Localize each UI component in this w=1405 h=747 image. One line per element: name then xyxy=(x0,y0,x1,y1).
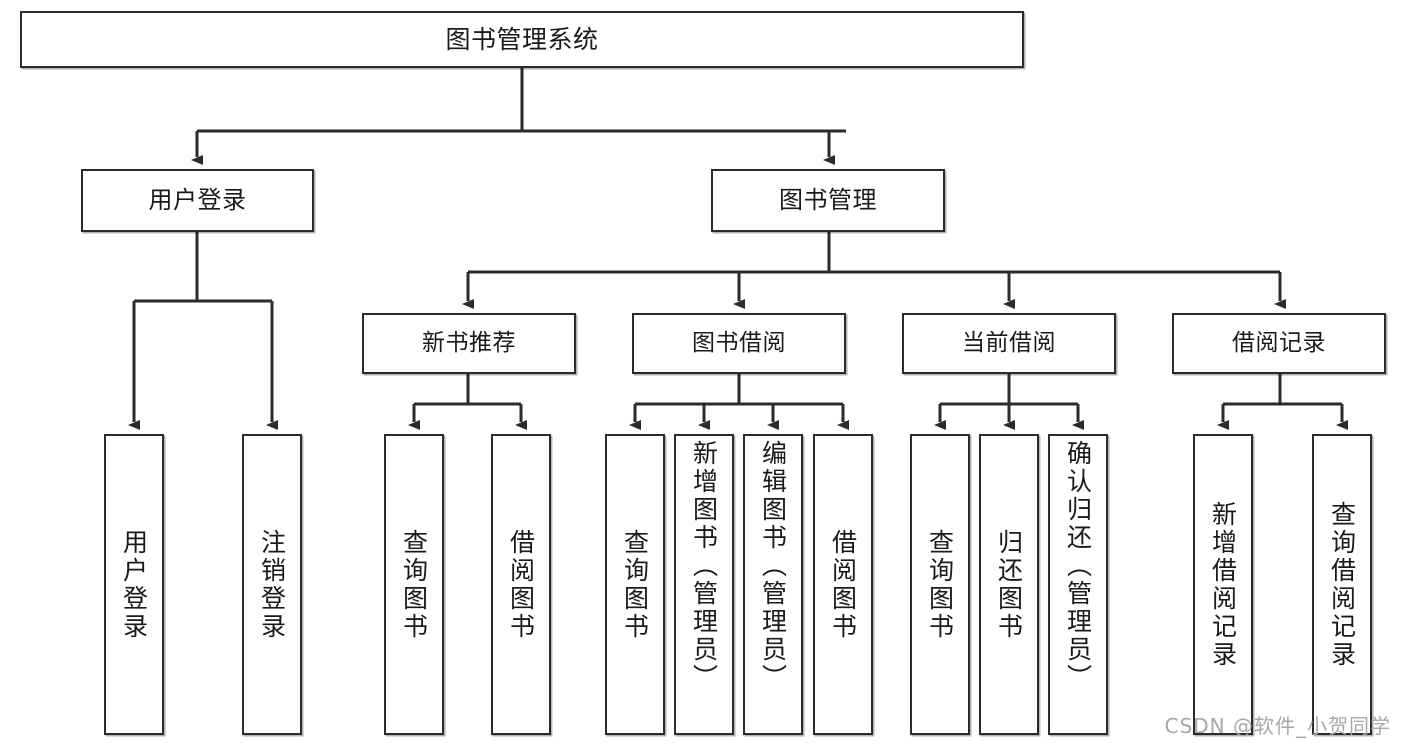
node-label: 新增借阅记录 xyxy=(1208,500,1238,669)
node-label: 图书管理 xyxy=(779,186,877,215)
node-label: 图书借阅 xyxy=(692,329,786,356)
node-label: 查询图书 xyxy=(399,528,429,641)
node-leaf-record-add[interactable]: 新增借阅记录 xyxy=(1193,434,1253,735)
node-leaf-record-query[interactable]: 查询借阅记录 xyxy=(1312,434,1372,735)
node-label: 查询借阅记录 xyxy=(1327,500,1357,669)
node-leaf-borrow-edit-book[interactable]: 编辑图书（管理员） xyxy=(743,434,803,735)
node-leaf-borrow-query-book[interactable]: 查询图书 xyxy=(605,434,665,735)
node-label: 查询图书 xyxy=(925,528,955,641)
node-leaf-recommend-borrow-book[interactable]: 借阅图书 xyxy=(491,434,551,735)
watermark-text: CSDN @软件_小贺同学 xyxy=(1164,714,1391,738)
node-label: 借阅记录 xyxy=(1232,329,1326,356)
node-label: 新增图书（管理员） xyxy=(689,440,719,692)
node-borrow-record[interactable]: 借阅记录 xyxy=(1172,313,1386,374)
node-root-book-management-system[interactable]: 图书管理系统 xyxy=(20,11,1024,68)
node-current-borrow[interactable]: 当前借阅 xyxy=(902,313,1116,374)
node-label: 编辑图书（管理员） xyxy=(758,440,788,692)
node-label: 借阅图书 xyxy=(506,528,536,641)
node-label: 确认归还（管理员） xyxy=(1063,440,1093,692)
node-leaf-current-return-book[interactable]: 归还图书 xyxy=(979,434,1039,735)
node-book-manage[interactable]: 图书管理 xyxy=(711,169,945,232)
node-leaf-user-login[interactable]: 用户登录 xyxy=(104,434,164,735)
node-leaf-borrow-add-book[interactable]: 新增图书（管理员） xyxy=(674,434,734,735)
node-leaf-current-confirm-return[interactable]: 确认归还（管理员） xyxy=(1048,434,1108,735)
node-label: 归还图书 xyxy=(994,528,1024,641)
node-label: 新书推荐 xyxy=(422,329,516,356)
node-leaf-user-logout[interactable]: 注销登录 xyxy=(242,434,302,735)
node-book-borrow[interactable]: 图书借阅 xyxy=(632,313,846,374)
node-new-book-recommend[interactable]: 新书推荐 xyxy=(362,313,576,374)
node-leaf-recommend-query-book[interactable]: 查询图书 xyxy=(384,434,444,735)
node-label: 当前借阅 xyxy=(962,329,1056,356)
node-label: 借阅图书 xyxy=(828,528,858,641)
node-label: 查询图书 xyxy=(620,528,650,641)
node-label: 用户登录 xyxy=(119,528,149,641)
node-leaf-current-query-book[interactable]: 查询图书 xyxy=(910,434,970,735)
node-label: 图书管理系统 xyxy=(445,24,599,54)
node-user-login[interactable]: 用户登录 xyxy=(81,169,314,232)
node-label: 用户登录 xyxy=(148,186,247,215)
node-label: 注销登录 xyxy=(257,528,287,641)
node-leaf-borrow-borrow-book[interactable]: 借阅图书 xyxy=(813,434,873,735)
